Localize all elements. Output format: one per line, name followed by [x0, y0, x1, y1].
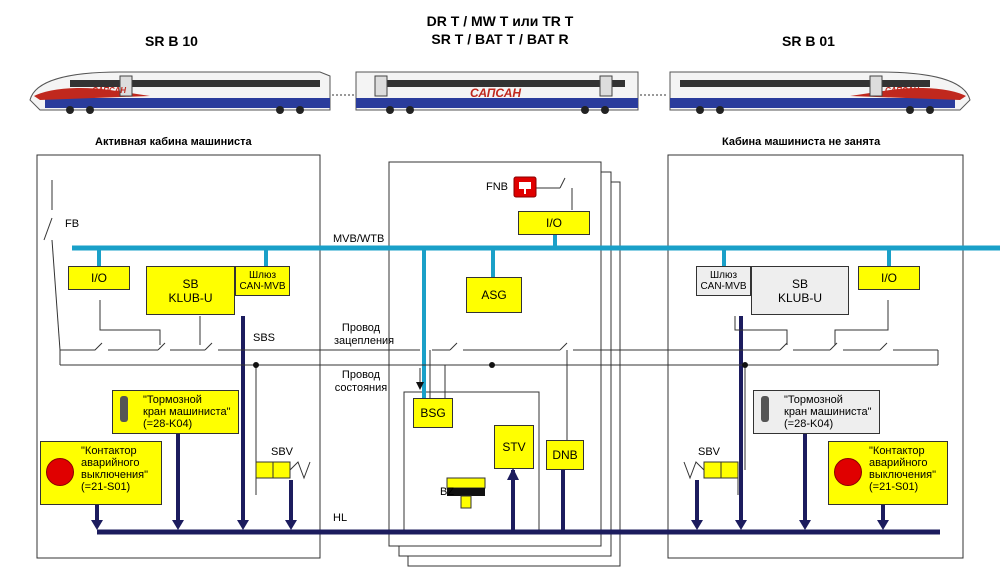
bz-cylinder	[446, 477, 486, 509]
sbv-valve-left	[255, 461, 311, 495]
train-logo-left: САПСАН	[92, 86, 127, 95]
train-car-left	[29, 71, 331, 114]
train-car-middle	[355, 71, 639, 114]
label-sbv-left: SBV	[271, 446, 294, 458]
label-bz: BZ	[440, 486, 455, 498]
label-sbs: SBS	[253, 332, 276, 344]
caption-active-cabin: Активная кабина машиниста	[95, 136, 252, 148]
train-car-right	[669, 71, 971, 114]
caption-inactive-cabin: Кабина машиниста не занята	[722, 136, 881, 148]
dnb-module: DNB	[546, 440, 584, 470]
train-logo-right: САПСАН	[885, 86, 920, 95]
fnb-io-module: I/O	[518, 211, 590, 235]
sbv-valve-right	[683, 461, 739, 495]
asg-module: ASG	[466, 277, 522, 313]
label-mvb-bus: MVB/WTB	[333, 233, 385, 245]
label-hl: HL	[333, 512, 348, 524]
label-sbv-right: SBV	[698, 446, 721, 458]
left-emergency-button-icon	[46, 458, 74, 486]
header-middle-line1: DR T / MW T или TR T	[426, 13, 574, 29]
wire-junctions	[253, 362, 748, 390]
label-fnb: FNB	[486, 181, 508, 193]
sbs-wire	[43, 177, 939, 470]
header-left-car: SR B 10	[145, 33, 198, 49]
right-brake-handle-icon	[761, 396, 769, 422]
right-io-module: I/O	[858, 266, 920, 290]
right-emergency-button-icon	[834, 458, 862, 486]
left-io-module: I/O	[68, 266, 130, 290]
bsg-module: BSG	[413, 398, 453, 428]
stv-module: STV	[494, 425, 534, 469]
label-fb: FB	[65, 218, 80, 230]
left-brake-handle-icon	[120, 396, 128, 422]
hl-arrowheads	[91, 468, 889, 530]
header-right-car: SR B 01	[782, 33, 835, 49]
train-logo-middle: САПСАН	[470, 86, 522, 100]
header-middle-line2: SR T / BAT T / BAT R	[431, 31, 569, 47]
